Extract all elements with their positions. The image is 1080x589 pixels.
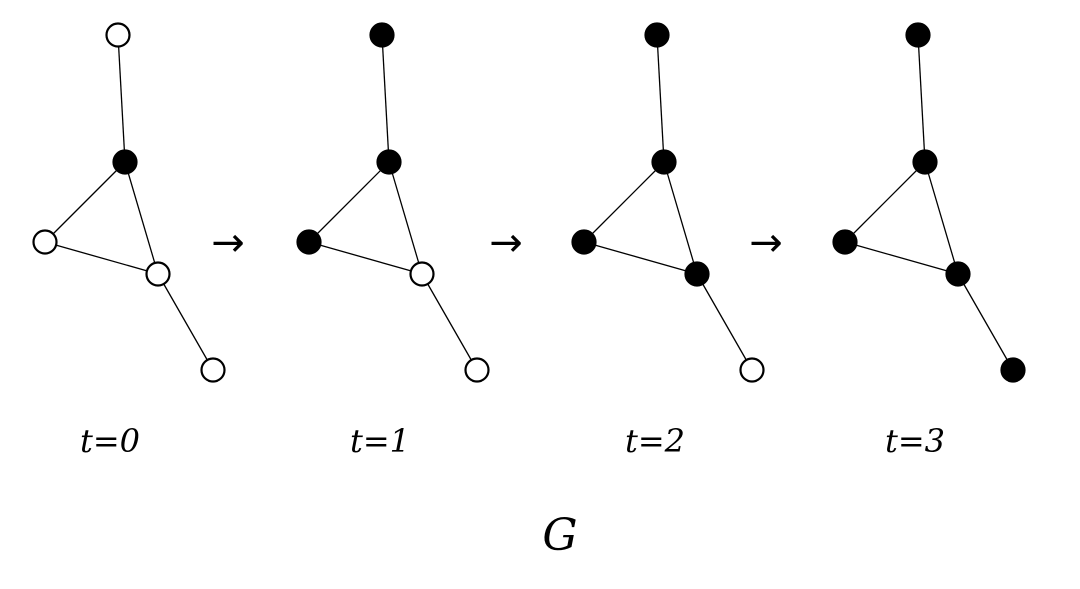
node-right-uninfected [145, 261, 171, 287]
edge-mid-right [388, 161, 423, 275]
node-right-uninfected [409, 261, 435, 287]
edge-right-bottom [957, 273, 1014, 371]
edge-mid-right [924, 161, 959, 275]
edge-mid-right [663, 161, 698, 275]
edge-left-right [844, 241, 959, 275]
edge-left-right [308, 241, 423, 275]
step-panel-0: t=0 [32, 22, 226, 460]
step-panel-2: t=2 [571, 22, 765, 460]
node-bottom-uninfected [200, 357, 226, 383]
right-arrow-icon: → [211, 220, 245, 266]
step-label: t=2 [625, 422, 685, 460]
node-top-uninfected [105, 22, 131, 48]
edge-top-mid [117, 34, 126, 163]
node-mid-infected [651, 149, 677, 175]
edge-right-bottom [157, 273, 214, 371]
step-panels: t=0 t=1 t=2 t=3 [32, 22, 1026, 460]
edge-top-mid [381, 34, 390, 163]
node-bottom-uninfected [464, 357, 490, 383]
step-label: t=0 [80, 422, 140, 460]
edge-mid-right [124, 161, 159, 275]
node-left-uninfected [32, 229, 58, 255]
edge-right-bottom [696, 273, 753, 371]
node-top-infected [905, 22, 931, 48]
node-mid-infected [112, 149, 138, 175]
node-mid-infected [376, 149, 402, 175]
edge-mid-left [583, 161, 665, 243]
edge-mid-left [308, 161, 390, 243]
step-label: t=3 [885, 422, 945, 460]
step-arrows: → → → [211, 220, 783, 266]
node-left-infected [571, 229, 597, 255]
edge-right-bottom [421, 273, 478, 371]
edge-left-right [44, 241, 159, 275]
right-arrow-icon: → [749, 220, 783, 266]
node-right-infected [684, 261, 710, 287]
graph-label: G [542, 510, 577, 561]
edge-top-mid [656, 34, 665, 163]
node-top-infected [644, 22, 670, 48]
node-right-infected [945, 261, 971, 287]
step-panel-1: t=1 [296, 22, 490, 460]
edge-mid-left [44, 161, 126, 243]
edge-top-mid [917, 34, 926, 163]
edge-left-right [583, 241, 698, 275]
step-label: t=1 [350, 422, 410, 460]
node-left-infected [296, 229, 322, 255]
node-bottom-infected [1000, 357, 1026, 383]
node-bottom-uninfected [739, 357, 765, 383]
node-mid-infected [912, 149, 938, 175]
right-arrow-icon: → [489, 220, 523, 266]
edge-mid-left [844, 161, 926, 243]
node-top-infected [369, 22, 395, 48]
node-left-infected [832, 229, 858, 255]
step-panel-3: t=3 [832, 22, 1026, 460]
